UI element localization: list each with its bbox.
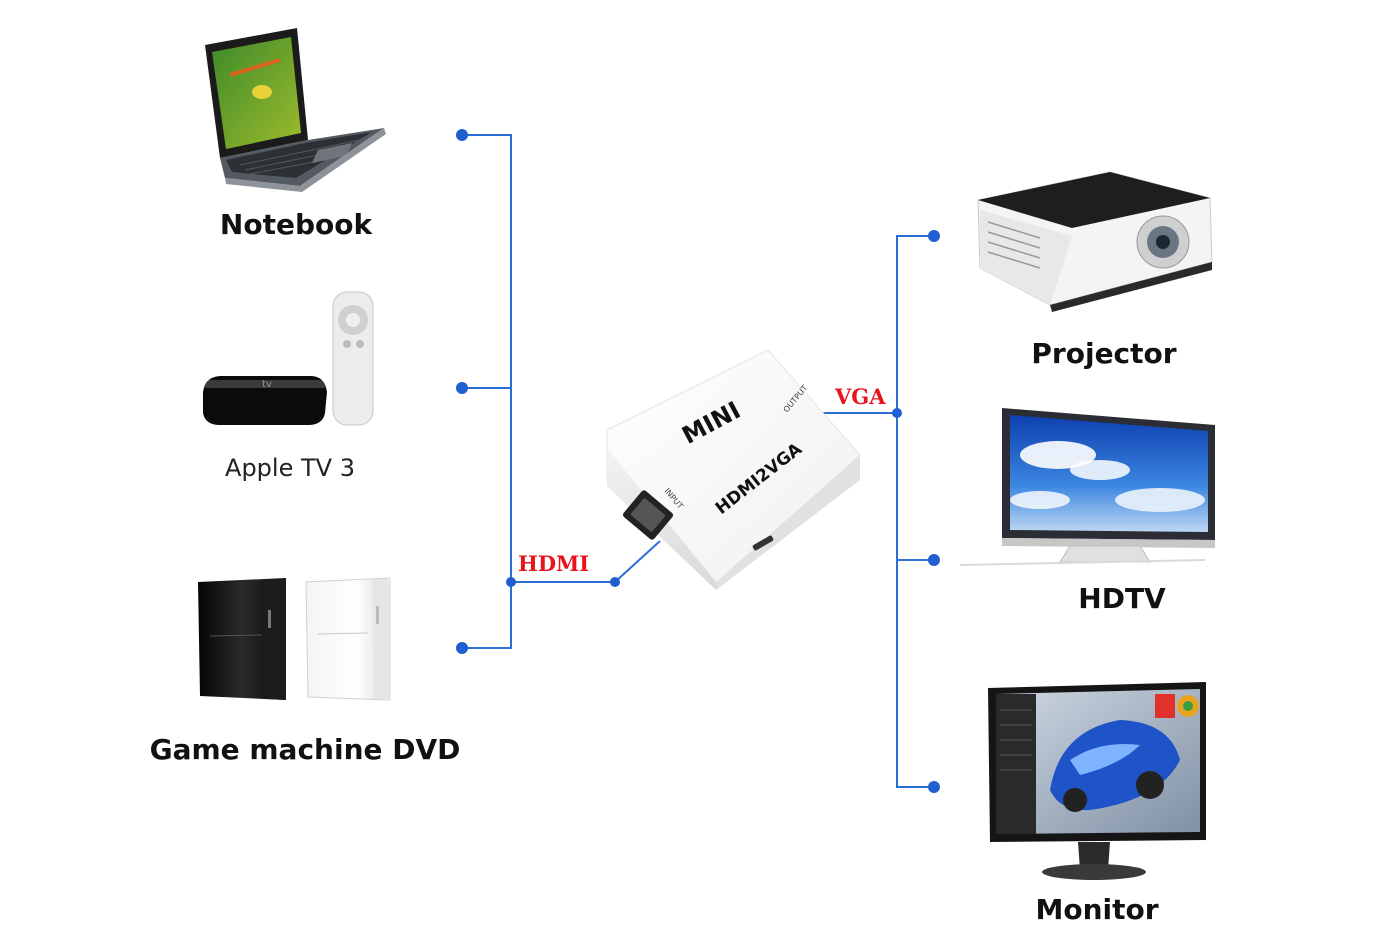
- vga-connection-label: VGA: [835, 384, 886, 409]
- monitor-image: [988, 682, 1206, 880]
- output-label-monitor: Monitor: [1035, 893, 1159, 926]
- hdmi-connection-label: HDMI: [518, 551, 590, 576]
- hdtv-image: [959, 408, 1215, 566]
- left-bus-line: [462, 134, 512, 649]
- notebook-dot: [456, 129, 468, 141]
- right-bus: [822, 235, 934, 788]
- game-machine-dot: [456, 642, 468, 654]
- source-label-game-machine: Game machine DVD: [149, 733, 461, 766]
- projector-image: [977, 171, 1213, 312]
- converter-box: MINI HDMI2VGA INPUT OUTPUT: [606, 349, 861, 590]
- vga-junction-dot: [892, 408, 902, 418]
- hdtv-dot: [928, 554, 940, 566]
- appletv-device-text: tv: [262, 379, 272, 390]
- connection-dots: [456, 129, 940, 793]
- hdmi-junction-dot: [506, 577, 516, 587]
- notebook-image: [205, 28, 386, 192]
- apple-tv-dot: [456, 382, 468, 394]
- source-label-apple-tv: Apple TV 3: [225, 454, 355, 482]
- monitor-dot: [928, 781, 940, 793]
- output-label-projector: Projector: [1031, 337, 1177, 370]
- hdmi-bend-dot: [610, 577, 620, 587]
- source-label-notebook: Notebook: [219, 208, 373, 241]
- projector-dot: [928, 230, 940, 242]
- right-bus-line: [896, 235, 934, 788]
- game-machine-image: [198, 577, 391, 701]
- output-label-hdtv: HDTV: [1078, 582, 1166, 615]
- apple-tv-image: tv: [203, 291, 374, 426]
